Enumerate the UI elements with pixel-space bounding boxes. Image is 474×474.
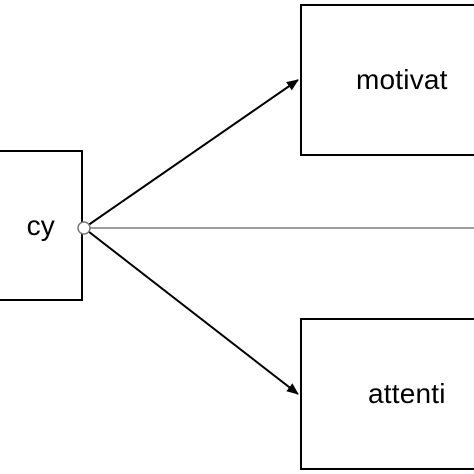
source-node-box: cy xyxy=(0,150,83,301)
attention-node-box: attenti xyxy=(300,318,474,470)
source-node-label: cy xyxy=(26,209,55,241)
attention-node-label: attenti xyxy=(368,378,446,409)
motivation-node-box: motivat xyxy=(300,4,474,156)
arrow-to-attention xyxy=(83,227,299,395)
connector-origin-dot xyxy=(77,221,91,235)
motivation-node-label: motivat xyxy=(356,64,448,95)
arrow-to-motivation xyxy=(83,79,299,229)
